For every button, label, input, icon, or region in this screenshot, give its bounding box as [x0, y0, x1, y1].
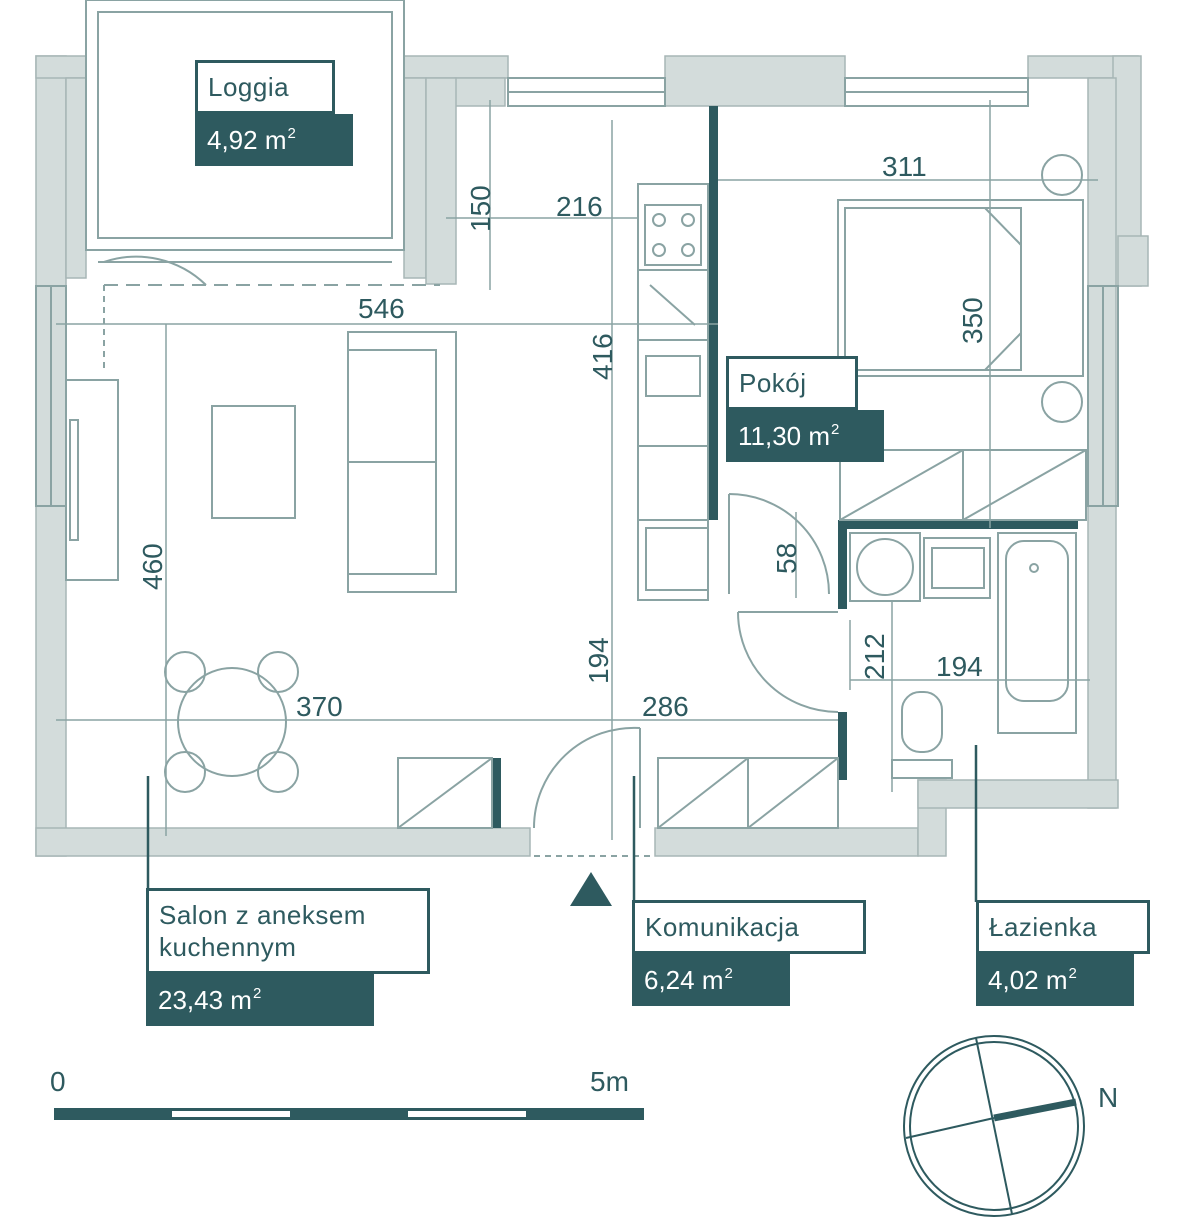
dim-150: 150: [465, 185, 496, 232]
scale-end-label: 5m: [590, 1066, 629, 1097]
dimension-labels: 311 150 216 546 416 350 58 460 212 194 1…: [137, 151, 988, 722]
salon-area-sup: 2: [252, 985, 262, 1002]
dim-460: 460: [137, 543, 168, 590]
living-furniture: [65, 331, 493, 829]
loggia-label: Loggia 4,92 m2: [195, 60, 353, 166]
dim-216: 216: [556, 191, 603, 222]
dim-58: 58: [771, 543, 802, 574]
salon-area: 23,43 m2: [146, 974, 374, 1026]
scale-start-label: 0: [50, 1066, 66, 1097]
dim-194-hall: 194: [583, 637, 614, 684]
scale-bar: [54, 1108, 644, 1120]
komunikacja-label: Komunikacja 6,24 m2: [632, 900, 866, 1006]
pokoj-area: 11,30 m2: [726, 410, 884, 462]
lazienka-area-value: 4,02 m: [988, 965, 1068, 995]
loggia-area-sup: 2: [287, 125, 296, 142]
pokoj-name: Pokój: [726, 356, 858, 410]
dim-546: 546: [358, 293, 405, 324]
loggia-balustrade: [85, 0, 405, 263]
pokoj-area-value: 11,30 m: [738, 421, 831, 451]
salon-name-line1: Salon z aneksem: [159, 900, 366, 930]
komunikacja-area-sup: 2: [724, 965, 733, 982]
kitchen-counter: [637, 183, 709, 601]
dim-311: 311: [882, 151, 927, 182]
dim-212: 212: [859, 633, 890, 680]
salon-name: Salon z aneksem kuchennym: [146, 888, 430, 974]
salon-area-value: 23,43 m: [158, 985, 252, 1015]
loggia-name: Loggia: [195, 60, 335, 114]
salon-name-line2: kuchennym: [159, 932, 297, 962]
compass-icon: [903, 1035, 1085, 1217]
lazienka-label: Łazienka 4,02 m2: [976, 900, 1150, 1006]
bedroom-furniture: [837, 154, 1087, 521]
bathroom-fixtures: [849, 532, 1077, 779]
partition-walls: [492, 106, 1078, 828]
entrance-arrow-icon: [570, 872, 612, 906]
dim-286: 286: [642, 691, 689, 722]
loggia-area-value: 4,92 m: [207, 125, 287, 155]
komunikacja-name: Komunikacja: [632, 900, 866, 954]
compass-north-label: N: [1098, 1082, 1119, 1113]
dimension-lines: [56, 100, 1098, 840]
komunikacja-area-value: 6,24 m: [644, 965, 724, 995]
dim-370: 370: [296, 691, 343, 722]
komunikacja-area: 6,24 m2: [632, 954, 790, 1006]
salon-label: Salon z aneksem kuchennym 23,43 m2: [146, 888, 430, 1026]
lazienka-area: 4,02 m2: [976, 954, 1134, 1006]
pokoj-label: Pokój 11,30 m2: [726, 356, 884, 462]
hall-wardrobe: [657, 757, 839, 829]
pokoj-area-sup: 2: [831, 421, 840, 438]
loggia-area: 4,92 m2: [195, 114, 353, 166]
lazienka-area-sup: 2: [1068, 965, 1077, 982]
walls: [35, 55, 1149, 857]
dim-194-bath: 194: [936, 651, 983, 682]
dim-416: 416: [587, 333, 618, 380]
dim-350: 350: [957, 297, 988, 344]
lazienka-name: Łazienka: [976, 900, 1150, 954]
leader-lines: [146, 745, 978, 902]
doors: [103, 255, 839, 857]
